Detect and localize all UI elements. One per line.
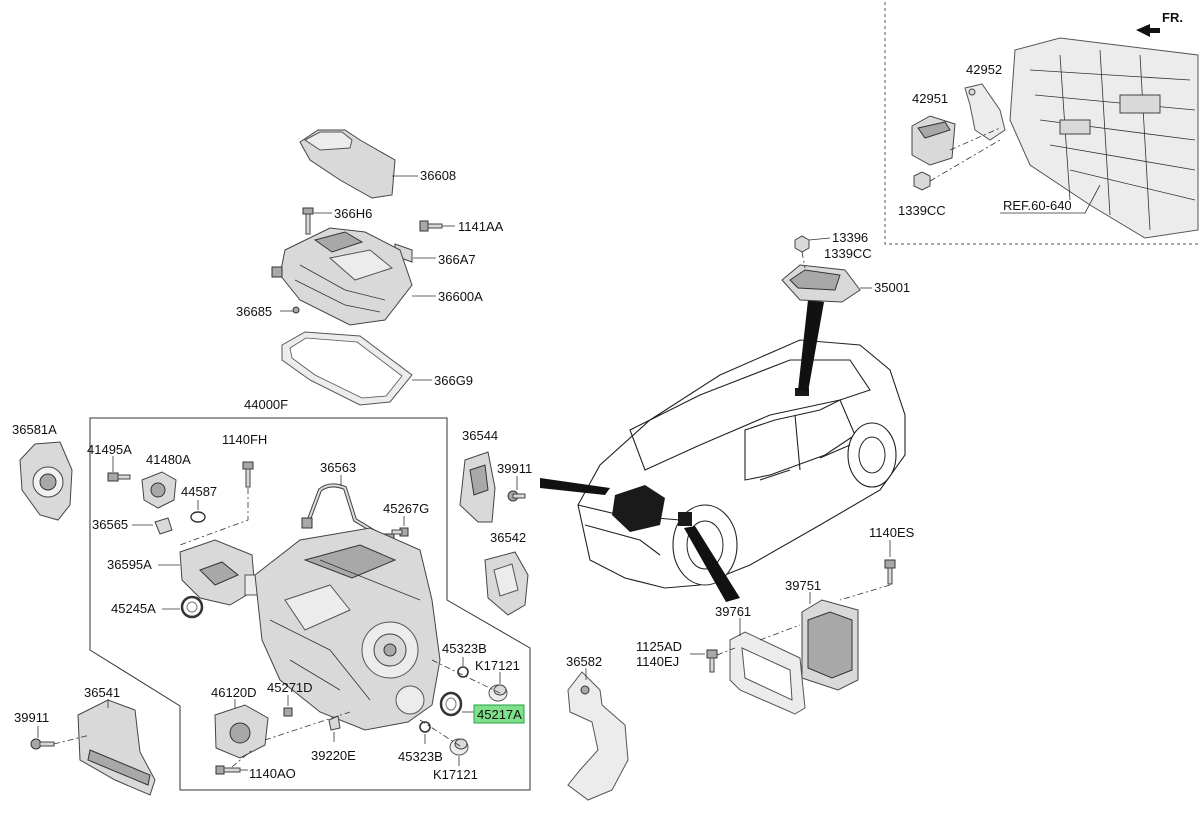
- highlight-45217A: [473, 704, 525, 724]
- actuator-41480A[interactable]: [141, 471, 177, 509]
- bracket-39220E[interactable]: [328, 715, 341, 731]
- label-41495A: 41495A: [87, 442, 132, 457]
- label-45245A: 45245A: [111, 601, 156, 616]
- label-45323B-bottom: 45323B: [398, 749, 443, 764]
- label-1141AA: 1141AA: [458, 219, 504, 234]
- label-44000F: 44000F: [244, 397, 288, 412]
- label-36542: 36542: [490, 530, 526, 545]
- bolt-1140FH[interactable]: [242, 461, 254, 488]
- bolt-45267G[interactable]: [391, 527, 409, 537]
- bolt-39911-bottom[interactable]: [30, 738, 55, 750]
- label-1125AD: 1125AD: [636, 639, 682, 654]
- screw-1141AA[interactable]: [419, 220, 443, 232]
- seal-45245A[interactable]: [180, 595, 204, 619]
- nut-13396[interactable]: [794, 235, 810, 253]
- bracket-36542[interactable]: [484, 551, 529, 616]
- inverter-assembly-36600A[interactable]: [271, 227, 413, 326]
- label-1339CC-top: 1339CC: [824, 246, 872, 261]
- label-39751: 39751: [785, 578, 821, 593]
- pump-46120D[interactable]: [214, 704, 269, 759]
- label-46120D: 46120D: [211, 685, 257, 700]
- label-K17121-bottom: K17121: [433, 767, 478, 782]
- label-36582: 36582: [566, 654, 602, 669]
- plug-45271D[interactable]: [283, 707, 293, 717]
- label-36608: 36608: [420, 168, 456, 183]
- bolt-1125AD[interactable]: [706, 649, 718, 673]
- oring-44587[interactable]: [190, 511, 206, 523]
- front-label: FR.: [1162, 10, 1183, 25]
- label-44587: 44587: [181, 484, 217, 499]
- assembly-frame: [89, 417, 531, 791]
- label-366H6: 366H6: [334, 206, 372, 221]
- connector-36565[interactable]: [154, 517, 173, 535]
- washer-45323B-top[interactable]: [457, 666, 469, 678]
- label-36541: 36541: [84, 685, 120, 700]
- sensor-41495A[interactable]: [107, 472, 131, 482]
- label-45271D: 45271D: [267, 680, 313, 695]
- front-arrow-icon: [1136, 24, 1160, 37]
- bracket-39761[interactable]: [729, 631, 806, 715]
- label-366G9: 366G9: [434, 373, 473, 388]
- label-1339CC-inset: 1339CC: [898, 203, 946, 218]
- label-36544: 36544: [462, 428, 498, 443]
- label-42952: 42952: [966, 62, 1002, 77]
- label-39220E: 39220E: [311, 748, 356, 763]
- label-42951: 42951: [912, 91, 948, 106]
- vehicle-illustration: [577, 339, 906, 589]
- label-39761: 39761: [715, 604, 751, 619]
- cover-36582[interactable]: [567, 671, 629, 801]
- bolt-366H6[interactable]: [302, 207, 314, 235]
- part-42951[interactable]: [911, 115, 956, 166]
- firewall-panel: [1009, 37, 1199, 239]
- part-1339CC-inset[interactable]: [913, 171, 931, 191]
- label-36685: 36685: [236, 304, 272, 319]
- label-K17121-top: K17121: [475, 658, 520, 673]
- seal-45217A[interactable]: [439, 691, 463, 717]
- pointer-vcu: [684, 526, 740, 602]
- label-13396: 13396: [832, 230, 868, 245]
- label-39911-top: 39911: [497, 461, 532, 476]
- label-39911-bottom: 39911: [14, 710, 49, 725]
- gasket-366G9[interactable]: [281, 331, 413, 406]
- label-36581A: 36581A: [12, 422, 57, 437]
- bracket-36544[interactable]: [459, 451, 496, 523]
- inverter-cover-36608[interactable]: [299, 129, 396, 199]
- label-1140AO: 1140AO: [249, 766, 296, 781]
- bolt-1140ES[interactable]: [884, 559, 896, 585]
- motor-reducer-housing[interactable]: [254, 527, 441, 731]
- label-36565: 36565: [92, 517, 128, 532]
- reference-inset: FR. 42951 42952 1339CC REF.60-640: [884, 2, 1199, 245]
- label-36600A: 36600A: [438, 289, 483, 304]
- pin-36685[interactable]: [292, 306, 300, 314]
- label-36595A: 36595A: [107, 557, 152, 572]
- label-45217A[interactable]: 45217A: [477, 707, 522, 722]
- washer-45323B-bottom[interactable]: [419, 721, 431, 733]
- pointer-inverter: [540, 478, 610, 495]
- cap-K17121-bottom[interactable]: [449, 738, 469, 756]
- label-1140FH: 1140FH: [222, 432, 267, 447]
- vcu-39751[interactable]: [801, 599, 859, 691]
- label-1140ES: 1140ES: [869, 525, 915, 540]
- label-366A7: 366A7: [438, 252, 476, 267]
- label-35001: 35001: [874, 280, 910, 295]
- label-45267G: 45267G: [383, 501, 429, 516]
- label-ref-60-640: REF.60-640: [1003, 198, 1072, 213]
- cover-36541[interactable]: [77, 699, 156, 796]
- bolt-39911-top[interactable]: [507, 490, 526, 502]
- label-41480A: 41480A: [146, 452, 191, 467]
- bolt-1140AO[interactable]: [215, 765, 241, 775]
- label-1140EJ: 1140EJ: [636, 654, 679, 669]
- label-36563: 36563: [320, 460, 356, 475]
- cap-K17121-top[interactable]: [488, 684, 508, 702]
- controller-35001[interactable]: [781, 264, 861, 303]
- cover-36581A[interactable]: [19, 441, 73, 521]
- part-42952[interactable]: [964, 83, 1006, 141]
- bracket-36595A[interactable]: [179, 539, 258, 606]
- pointer-controller: [798, 300, 824, 392]
- label-45323B-top: 45323B: [442, 641, 487, 656]
